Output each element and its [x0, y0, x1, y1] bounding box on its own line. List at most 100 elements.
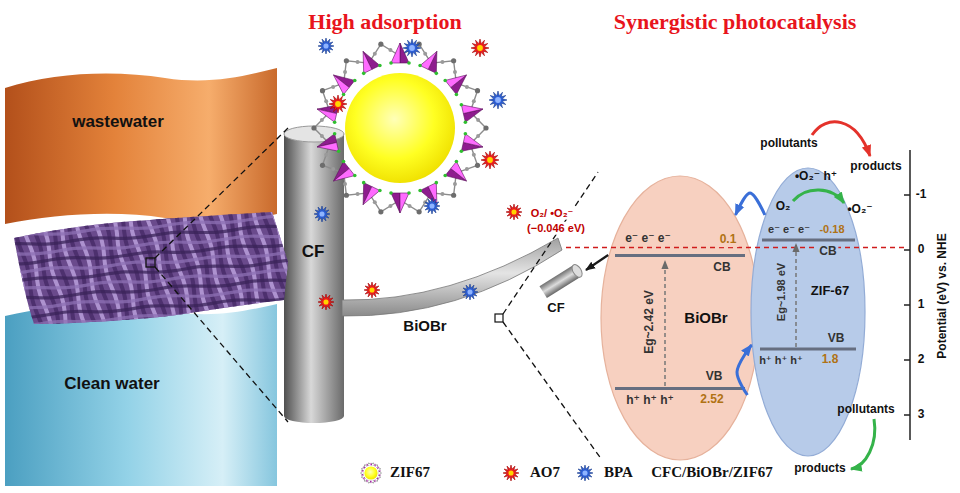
- text-holder: CB: [711, 261, 732, 275]
- text-holder: 3: [916, 408, 927, 422]
- zif67-cluster-part: [337, 149, 341, 153]
- legend-icon-part-part: [363, 467, 366, 468]
- axis-tick: 2: [916, 353, 927, 367]
- legend-icon-part-part: [366, 466, 367, 467]
- electrons: e⁻ e⁻ e⁻: [623, 232, 673, 246]
- legend-entry: BPA: [572, 462, 635, 484]
- zif67-cluster-part: [378, 209, 383, 214]
- reaction-arrows-part: [812, 122, 870, 156]
- clean-water-sheet-outline: [5, 300, 277, 488]
- zif67-cluster-part: [391, 43, 400, 63]
- zif67-cluster-part: [483, 125, 488, 130]
- zif67-cluster-part: [423, 52, 427, 56]
- reactant-label: pollutants: [835, 403, 896, 417]
- text-holder: Synergistic photocatalysis: [612, 9, 859, 34]
- zif67-cluster-part: [451, 161, 467, 181]
- node-label: ZIF-67: [809, 284, 851, 299]
- bpa-molecule: [489, 91, 507, 109]
- legend-icon-part-part: [375, 464, 376, 465]
- zif67-cluster-part: [342, 93, 346, 97]
- text-holder: Eg~1.98 eV: [775, 261, 788, 323]
- zif67-cluster-part: [320, 118, 324, 122]
- zif67-cluster-part: [465, 167, 469, 171]
- node-label: wastewater: [70, 112, 166, 132]
- zif67-cluster-part: [445, 75, 466, 87]
- potential-axis: [904, 150, 910, 440]
- legend-icon-part-part: [361, 471, 363, 473]
- potential-value: 0.1: [718, 233, 739, 247]
- clean-water-sheet: Clean water: [5, 300, 277, 488]
- wastewater-sheet-outline-part: [5, 68, 277, 224]
- band-name: CB: [817, 245, 838, 259]
- zif67-cluster-part: [476, 118, 480, 122]
- text-holder: CB: [817, 245, 838, 259]
- band-levels-part: [795, 244, 797, 347]
- zoom-marker-right-part: [495, 314, 503, 322]
- text-holder: (−0.046 eV): [525, 222, 587, 235]
- legend-icon-part-part: [368, 482, 370, 484]
- text-holder: Potential (eV) vs. NHE: [936, 231, 950, 360]
- zif67-cluster-part: [440, 60, 444, 64]
- legend-icon-part-part: [361, 474, 363, 476]
- legend-icon-part-part: [375, 466, 376, 467]
- holes: h⁺ h⁺ h⁺: [624, 394, 676, 408]
- node-label: CF: [300, 242, 327, 262]
- node-label: CF: [545, 301, 566, 316]
- legend-icon-part-part: [363, 477, 365, 479]
- text-holder: e⁻ e⁻ e⁻: [766, 223, 812, 236]
- zif67-cluster-part: [356, 60, 360, 64]
- zoom-marker-left-part: [146, 258, 155, 267]
- legend-icon-part-part: [361, 471, 363, 475]
- legend-icon-part-part: [381, 472, 383, 474]
- ao7-molecule: [364, 282, 380, 298]
- text-holder: Clean water: [62, 374, 161, 394]
- product-label: products: [848, 160, 903, 174]
- legend-icon-part-part: [364, 479, 365, 480]
- legend-icon-part-part: [366, 479, 367, 480]
- biobr-fiber-band: BiOBr: [340, 230, 564, 336]
- text-holder: h⁺ h⁺ h⁺: [757, 354, 805, 367]
- holes: h⁺ h⁺ h⁺: [757, 354, 805, 367]
- legend-icon-part-part: [379, 469, 380, 470]
- legend-icon-part-part: [376, 478, 377, 479]
- potential-value: -0.18: [817, 223, 846, 236]
- carbon-fiber-small-outline-part: [539, 263, 584, 298]
- legend-icon-part-part: [368, 465, 369, 466]
- legend-icon: [498, 462, 524, 484]
- text-holder: 2: [916, 353, 927, 367]
- legend-icon-part-part: [378, 473, 379, 474]
- text-holder: e⁻ e⁻ e⁻: [623, 232, 673, 246]
- legend-icon-part-part: [378, 468, 381, 471]
- zif67-cluster-part: [453, 182, 457, 186]
- legend-icon-part-part: [367, 464, 369, 466]
- axis-tick: 1: [916, 298, 927, 312]
- legend-icon-part-part: [363, 478, 366, 479]
- band-levels-part: [615, 254, 745, 257]
- product-label: products: [792, 462, 847, 476]
- biobr-band-ellipse: BiOBrCB0.1VB2.52Eg~2.42 eVe⁻ e⁻ e⁻h⁺ h⁺ …: [600, 175, 760, 461]
- zif67-cluster-part: [389, 191, 393, 195]
- electron-transfer-arrow: [735, 193, 764, 215]
- bpa-molecule: [582, 470, 587, 475]
- legend-icon-part-part: [378, 475, 379, 476]
- electrons: e⁻ e⁻ e⁻: [766, 223, 812, 236]
- zif67-cluster-part: [373, 200, 377, 204]
- carbon-fiber-cylinder-outline-part: [284, 126, 344, 142]
- axis-title: Potential (eV) vs. NHE: [936, 231, 950, 360]
- text-holder: pollutants: [758, 137, 819, 151]
- zif67-cluster-part: [324, 153, 328, 157]
- carbon-fiber-cylinder-outline-part: [284, 134, 344, 416]
- zif67-cluster-part: [455, 93, 459, 97]
- bpa-molecule: [467, 289, 472, 294]
- potential-axis-part: [904, 249, 910, 251]
- bpa-molecule: [495, 97, 501, 103]
- bpa-molecule: [323, 43, 328, 48]
- legend-icon-part-part: [377, 476, 378, 477]
- text-holder: BiOBr: [401, 317, 448, 334]
- legend-icon-part-part: [377, 464, 379, 466]
- text-holder: Eg~2.42 eV: [643, 288, 657, 356]
- potential-axis-part: [904, 304, 910, 306]
- zif67-cluster-part: [476, 134, 480, 138]
